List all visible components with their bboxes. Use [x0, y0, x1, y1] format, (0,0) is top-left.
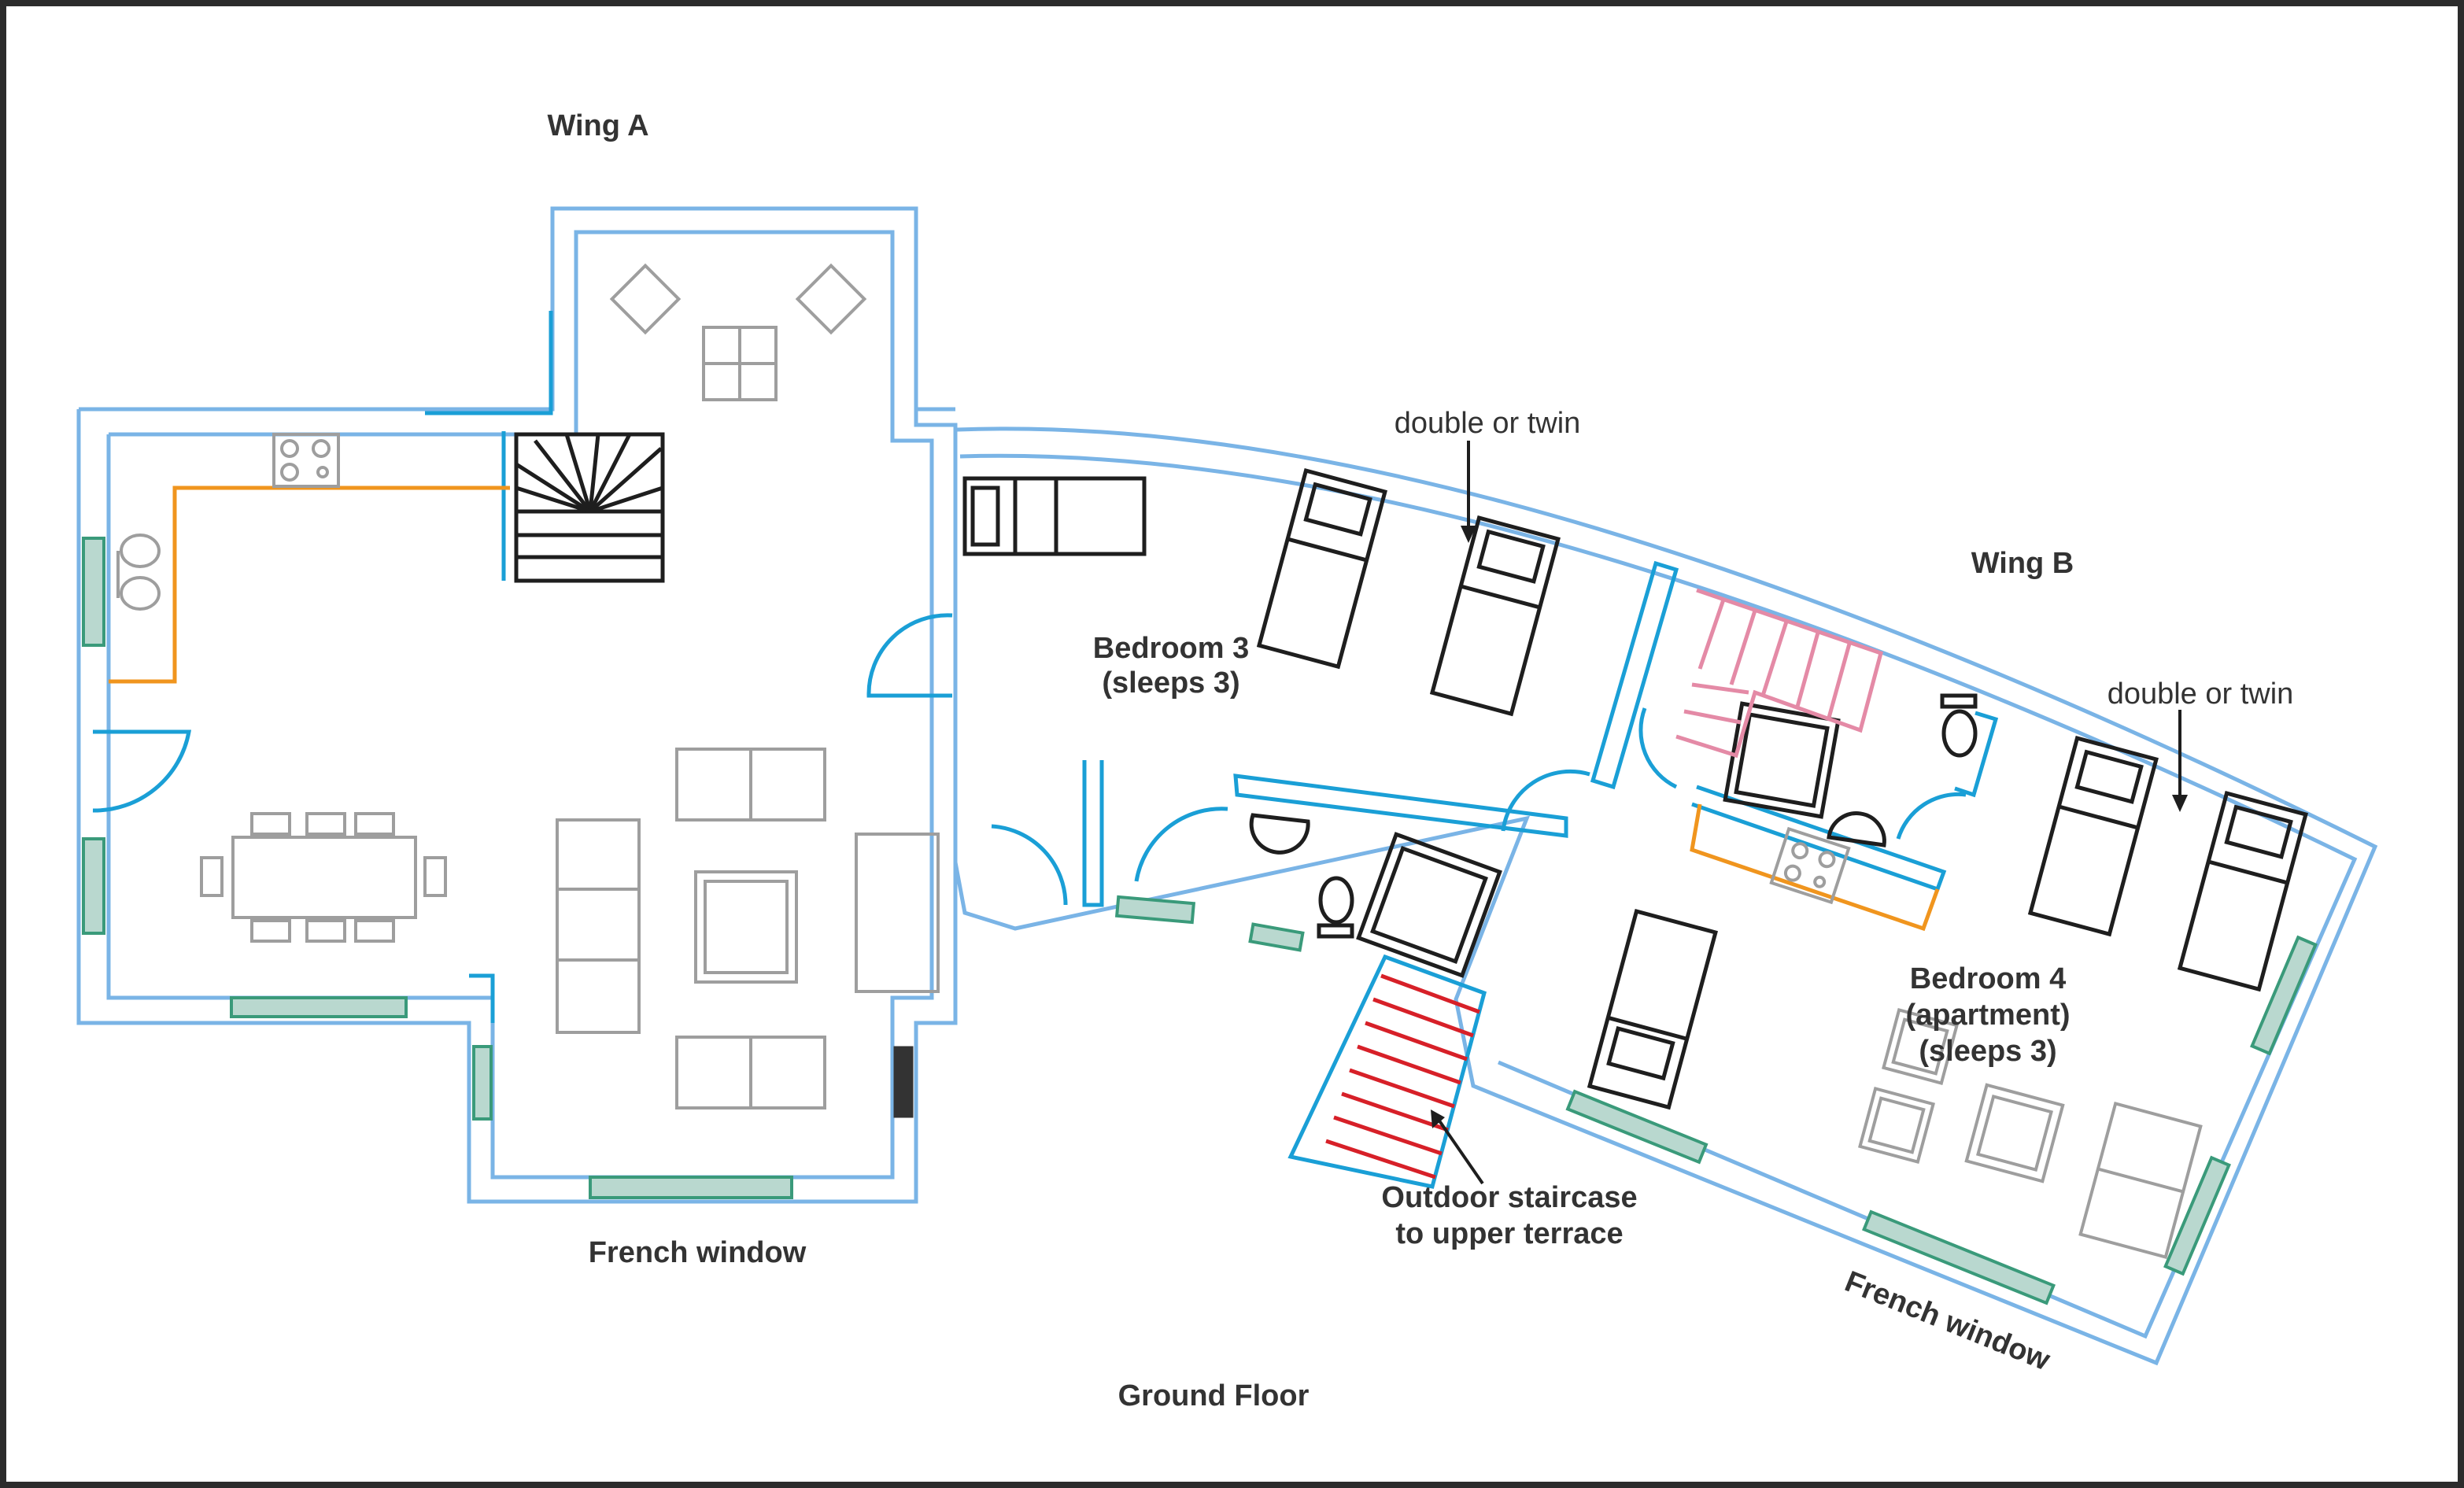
window-table-icon: [702, 326, 778, 401]
kitchen-counter-wing-a: [109, 486, 510, 684]
bedroom-4-sleeps-label: (sleeps 3): [1919, 1035, 2056, 1068]
bedroom-4-apartment-label: (apartment): [1905, 999, 2070, 1032]
bedroom-3-label: Bedroom 3: [1093, 632, 1249, 665]
washbasin-icon: [1249, 811, 1886, 855]
bedroom-4-label: Bedroom 4: [1910, 962, 2066, 995]
outdoor-staircase: [1287, 954, 1487, 1189]
upper-terrace-label: to upper terrace: [1395, 1217, 1623, 1250]
annotation-arrow: [1431, 441, 2188, 1185]
staircase-wing-a: [514, 432, 665, 583]
bed-type-label-bedroom-4: double or twin: [2108, 678, 2294, 711]
sofa-icon: [556, 748, 940, 1110]
wing-b-label: Wing B: [1971, 547, 2074, 580]
door-wing-b: [991, 707, 1967, 906]
daybed-icon: [962, 476, 1147, 556]
outdoor-staircase-label: Outdoor staircase: [1381, 1181, 1637, 1214]
french-window-label-wing-a: French window: [589, 1236, 807, 1269]
wing-b-walls: [953, 426, 2378, 1366]
sink-icon: [116, 534, 161, 611]
windows-wing-a: [82, 537, 914, 1199]
bed-icon: [1256, 468, 2308, 1110]
door-wing-a: [92, 613, 953, 813]
toilet-icon: [1317, 693, 1978, 939]
bedroom-3-sleeps-label: (sleeps 3): [1102, 666, 1239, 700]
shower-icon: [1356, 701, 1841, 978]
windows-wing-b: [1114, 895, 2318, 1305]
floor-name-label: Ground Floor: [1118, 1379, 1310, 1412]
wing-a-walls: [76, 206, 958, 1204]
armchair-icon: [1858, 1008, 2203, 1260]
wing-a-label: Wing A: [547, 109, 648, 142]
coffee-table-icon: [694, 870, 798, 984]
kitchen-counter-wing-b: [1690, 803, 1940, 932]
side-table-icon: [609, 263, 867, 335]
hob-icon: [272, 433, 340, 488]
staircase-wing-b: [1675, 588, 1884, 759]
bed-type-label-bedroom-3: double or twin: [1395, 407, 1581, 440]
dining-table-icon: [200, 812, 447, 943]
